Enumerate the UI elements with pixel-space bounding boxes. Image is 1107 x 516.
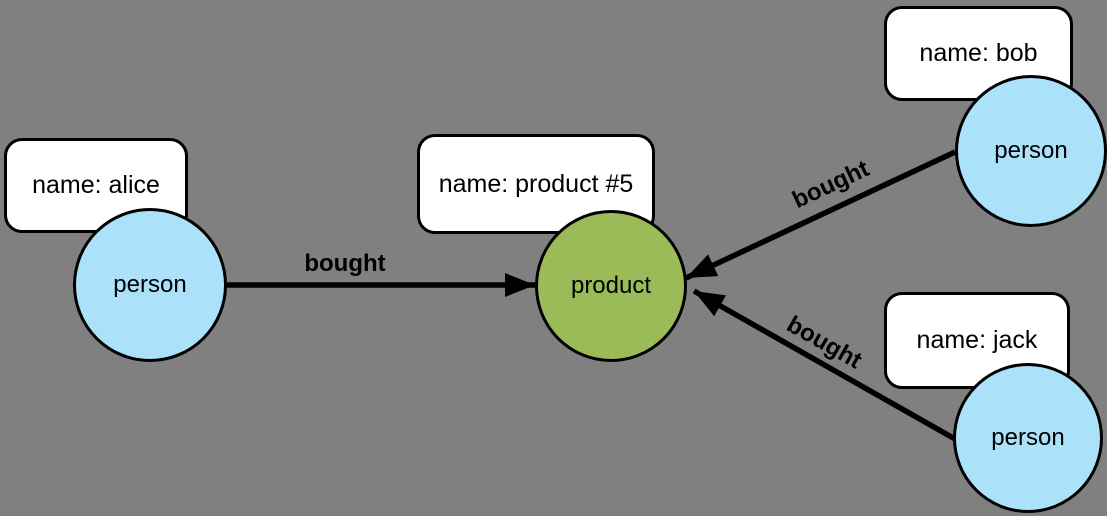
node-bob-label: person [994,137,1068,164]
edge-bob-to-product-arrow [684,149,957,281]
property-label-jack: name: jack [916,326,1038,354]
edge-jack-to-product-arrow [692,288,957,442]
property-label-bob: name: bob [919,39,1038,67]
node-alice-label: person [113,271,187,298]
property-label-alice: name: alice [32,171,160,199]
node-product-label: product [570,272,652,299]
node-product-circle: product [535,210,687,362]
node-alice-circle: person [73,208,227,362]
property-label-product: name: product #5 [438,169,634,198]
edge-label-alice-bought: bought [304,250,386,277]
node-bob-circle: person [955,75,1107,227]
property-box-alice: name: alice [4,138,188,233]
node-jack-label: person [991,424,1065,451]
node-jack-circle: person [953,363,1103,513]
